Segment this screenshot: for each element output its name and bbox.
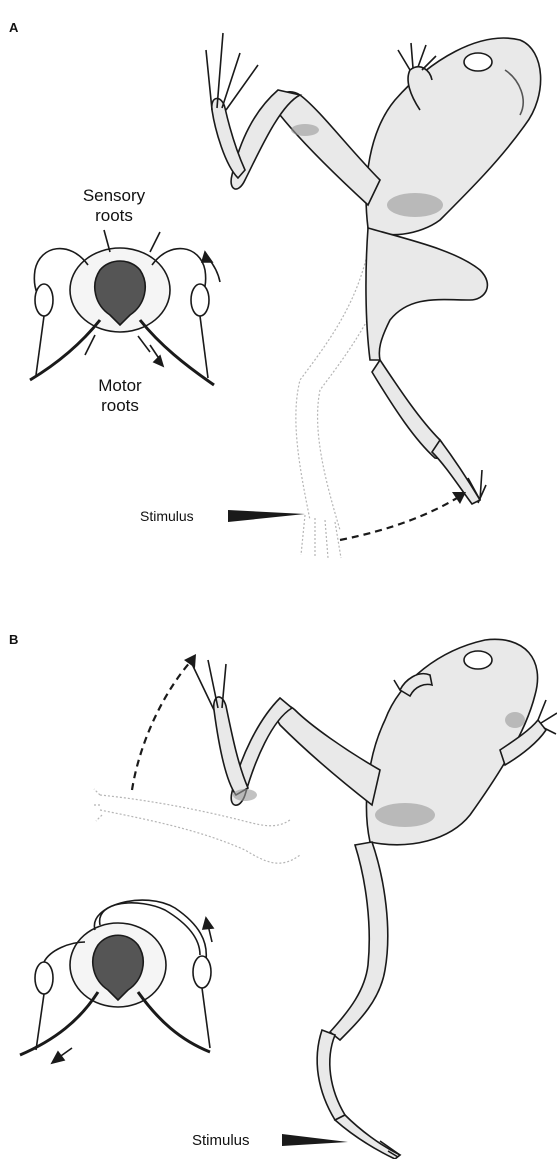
sensory-label-line2: roots	[74, 206, 154, 226]
panel-a-drawing	[0, 0, 557, 580]
stimulus-pointer-icon	[282, 1134, 348, 1146]
stimulus-pointer-icon	[228, 510, 305, 522]
panel-b-wiping-reflex: B	[0, 580, 557, 1159]
motor-label-line2: roots	[80, 396, 160, 416]
motor-label-line1: Motor	[80, 376, 160, 396]
ghost-leg-icon	[92, 789, 300, 863]
panel-b-drawing	[0, 580, 557, 1159]
spinal-cord-cross-section-icon	[30, 230, 220, 385]
sensory-roots-label: Sensory roots	[74, 186, 154, 226]
motor-roots-label: Motor roots	[80, 376, 160, 416]
stimulus-label-b: Stimulus	[192, 1131, 250, 1151]
stimulus-label-a: Stimulus	[140, 506, 194, 526]
frog-illustration-icon	[192, 639, 557, 1159]
sensory-label-line1: Sensory	[74, 186, 154, 206]
arrowhead-icon	[452, 492, 466, 504]
spinal-cord-cross-section-icon	[20, 900, 213, 1063]
panel-a-wiping-reflex: A	[0, 0, 557, 580]
dashed-motion-arrow-icon	[132, 660, 192, 790]
frog-illustration-icon	[206, 33, 541, 504]
dashed-motion-arrow-icon	[340, 495, 462, 540]
